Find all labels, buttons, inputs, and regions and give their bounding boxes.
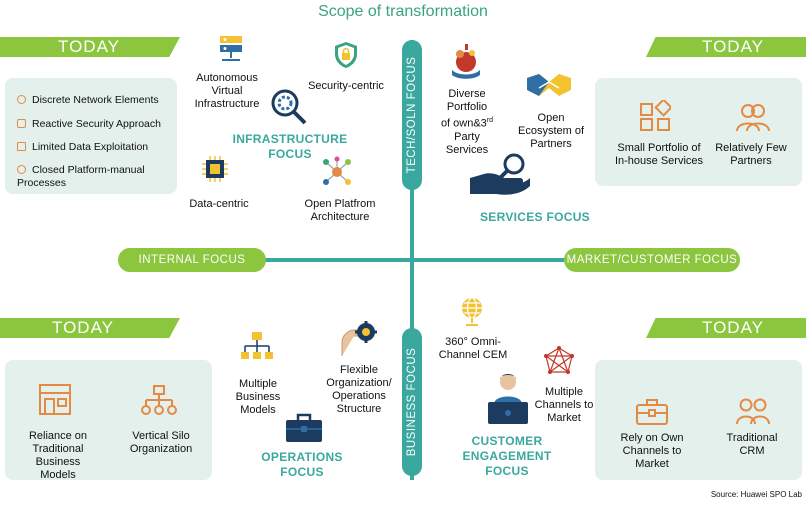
operations-focus-title: OPERATIONS FOCUS — [261, 450, 343, 479]
list-item: Reactive Security Approach — [17, 118, 177, 131]
market-customer-focus-pill: MARKET/CUSTOMER FOCUS — [564, 248, 740, 272]
network-icon — [17, 95, 26, 104]
security-centric-label: Security-centric — [308, 80, 384, 92]
today-banner-bottom-left: TODAY — [0, 318, 180, 338]
today-item-label: Relatively Few Partners — [715, 142, 787, 167]
today-item-label: Rely on Own Channels to Market — [620, 432, 684, 470]
today-banner-bottom-right: TODAY — [646, 318, 806, 338]
chip-icon — [202, 156, 228, 182]
list-item: Limited Data Exploitation — [17, 141, 177, 154]
network-mesh-icon — [544, 346, 574, 374]
tech-solution-focus-tab: TECH/SOLN FOCUS — [402, 40, 422, 190]
today-panel-customer: Rely on Own Channels to Market Tradition… — [595, 360, 802, 480]
today-item-label: Traditional CRM — [726, 432, 778, 457]
customer-engagement-focus-title: CUSTOMER ENGAGEMENT FOCUS — [462, 434, 552, 478]
customer-agent-icon — [488, 374, 528, 424]
page-title: Scope of transformation — [318, 3, 488, 20]
network-nodes-icon — [323, 156, 351, 185]
infrastructure-focus-title: INFRASTRUCTURE FOCUS — [232, 132, 348, 161]
hand-magnifier-icon — [470, 153, 530, 195]
org-chart-icon — [241, 332, 273, 359]
globe-icon — [462, 297, 482, 326]
partners-icon — [736, 104, 770, 132]
tech-focus-label: TECH/SOLN FOCUS — [406, 56, 418, 174]
services-focus-title: SERVICES FOCUS — [479, 210, 590, 224]
list-item: Closed Platform-manual Processes — [17, 164, 145, 189]
today-item-label: Vertical Silo Organization — [129, 430, 193, 455]
hierarchy-icon — [141, 385, 177, 415]
diverse-portfolio-label: Diverse Portfolio of own&3rd Party Servi… — [440, 88, 494, 156]
today-item-label: Small Portfolio of In-house Services — [614, 142, 704, 167]
omni-channel-cem-label: 360° Omni-Channel CEM — [438, 336, 508, 361]
list-item: Discrete Network Elements — [17, 94, 177, 107]
handshake-icon — [527, 74, 571, 96]
source-note: Source: Huawei SPO Lab — [710, 490, 802, 499]
briefcase-icon — [636, 399, 668, 425]
today-panel-services: Small Portfolio of In-house Services Rel… — [595, 78, 802, 186]
customers-icon — [736, 398, 770, 425]
server-icon — [220, 36, 242, 61]
multiple-channels-label: Multiple Channels to Market — [534, 386, 594, 424]
gear-search-icon — [271, 89, 307, 125]
cancel-icon — [17, 165, 26, 174]
today-panel-infrastructure: Discrete Network Elements Reactive Secur… — [5, 78, 177, 194]
storefront-icon — [39, 384, 71, 415]
business-focus-tab: BUSINESS FOCUS — [402, 328, 422, 476]
hand-gear-icon — [341, 321, 377, 356]
flexible-organization-label: Flexible Organization/ Operations Struct… — [326, 364, 392, 415]
data-centric-label: Data-centric — [189, 198, 249, 210]
briefcase-operations-icon — [286, 413, 322, 442]
document-icon — [17, 142, 26, 151]
today-banner-top-right: TODAY — [646, 37, 806, 57]
multiple-business-models-label: Multiple Business Models — [235, 378, 281, 416]
business-focus-label: BUSINESS FOCUS — [406, 347, 418, 457]
horizontal-axis-line — [128, 258, 738, 262]
lock-icon — [17, 119, 26, 128]
open-platform-label: Open Platfrom Architecture — [304, 198, 376, 223]
open-ecosystem-label: Open Ecosystem of Partners — [517, 112, 585, 150]
portfolio-hand-icon — [452, 44, 480, 79]
security-shield-icon — [335, 42, 357, 68]
today-banner-top-left: TODAY — [0, 37, 180, 57]
portfolio-grid-icon — [640, 100, 671, 131]
today-panel-operations: Reliance on Traditional Business Models … — [5, 360, 212, 481]
today-item-label: Reliance on Traditional Business Models — [28, 430, 88, 481]
internal-focus-pill: INTERNAL FOCUS — [118, 248, 266, 272]
autonomous-infrastructure-label: Autonomous Virtual Infrastructure — [194, 72, 260, 110]
